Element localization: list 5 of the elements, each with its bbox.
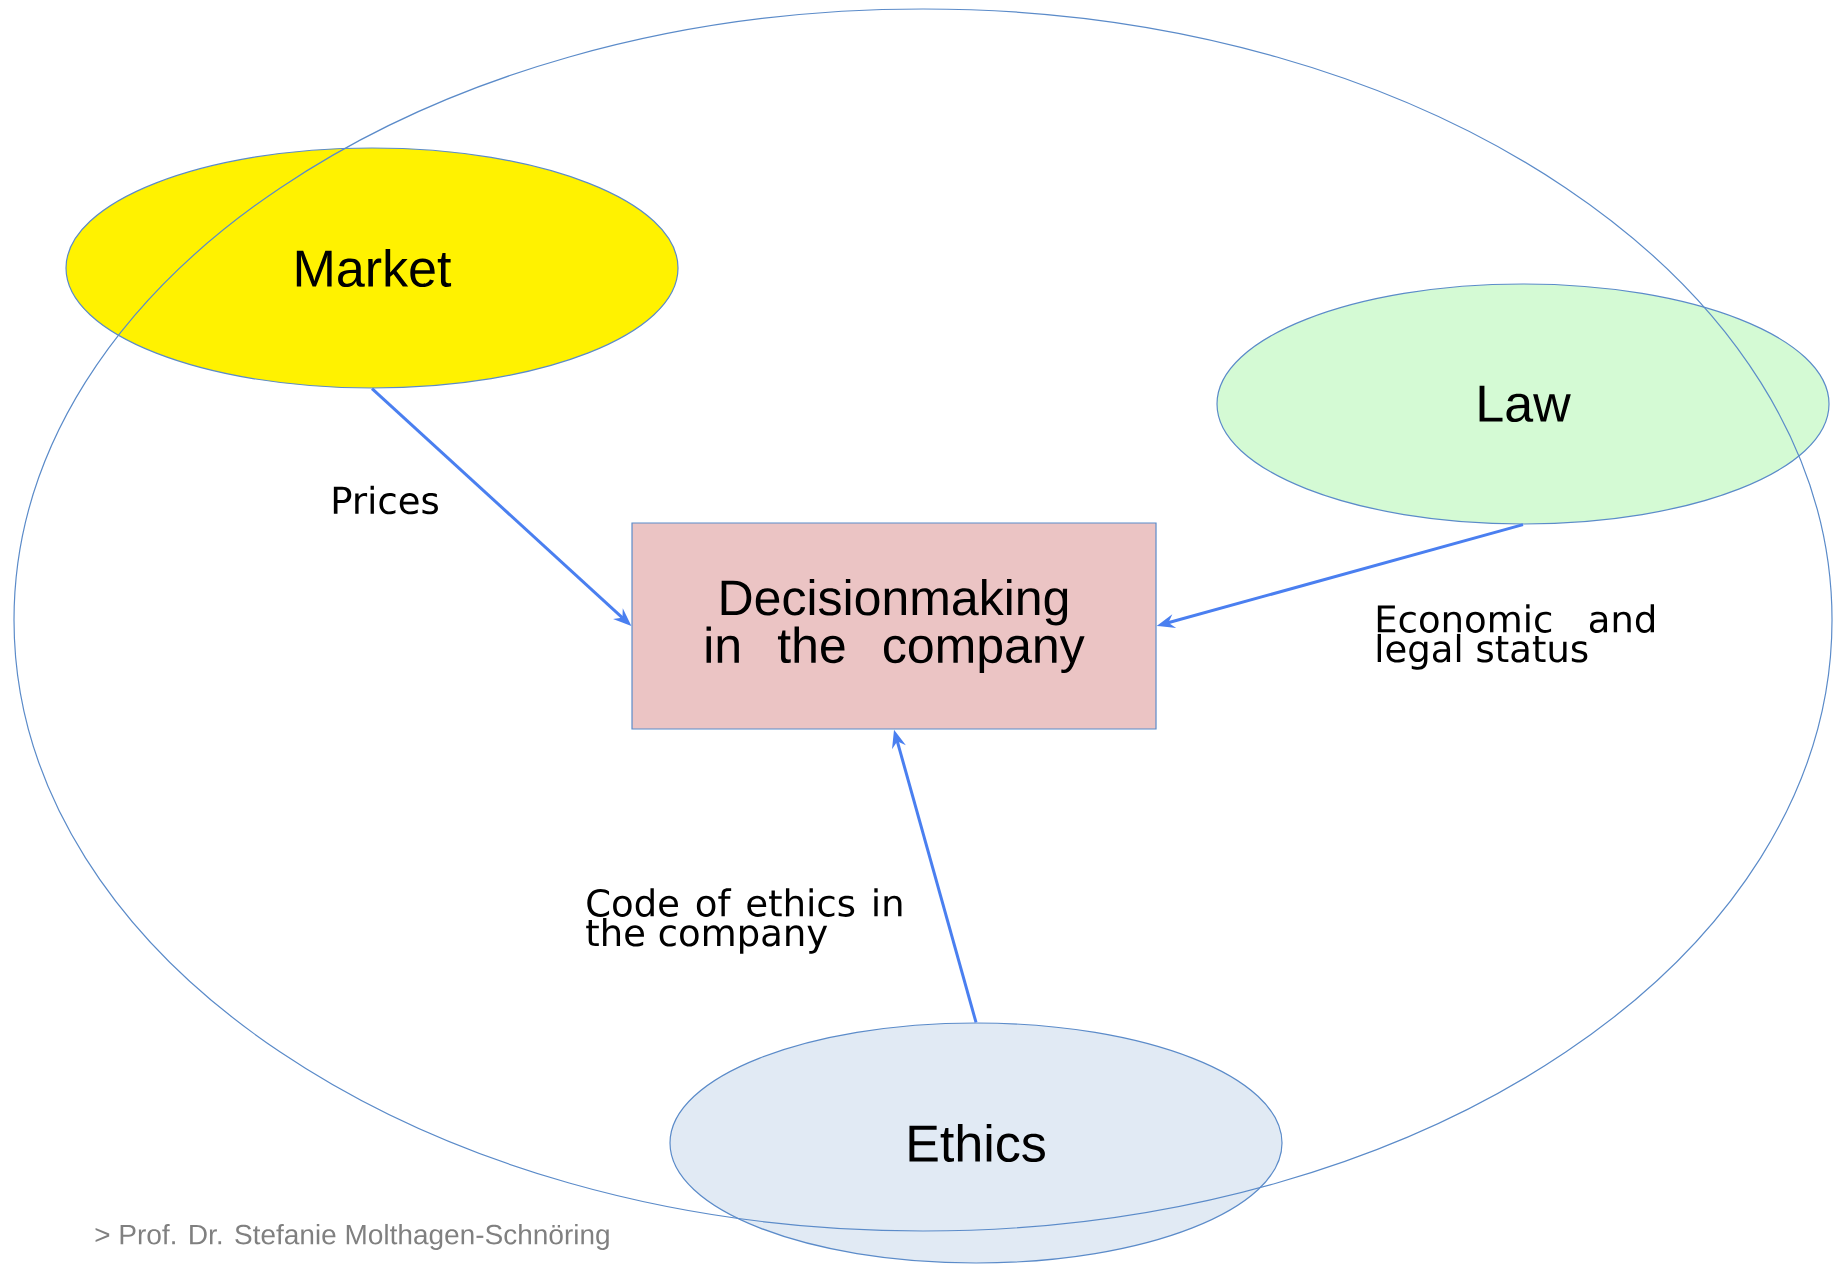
footer-text: > Prof. Dr. Stefanie Molthagen-Schnöring — [95, 1223, 609, 1251]
process-box: Decisionmaking in the company — [631, 522, 1157, 730]
edge-label: Economic and legal status — [1377, 604, 1654, 670]
edge-label: Prices — [333, 485, 438, 515]
edge-label: Code of ethics in the company — [586, 888, 902, 954]
